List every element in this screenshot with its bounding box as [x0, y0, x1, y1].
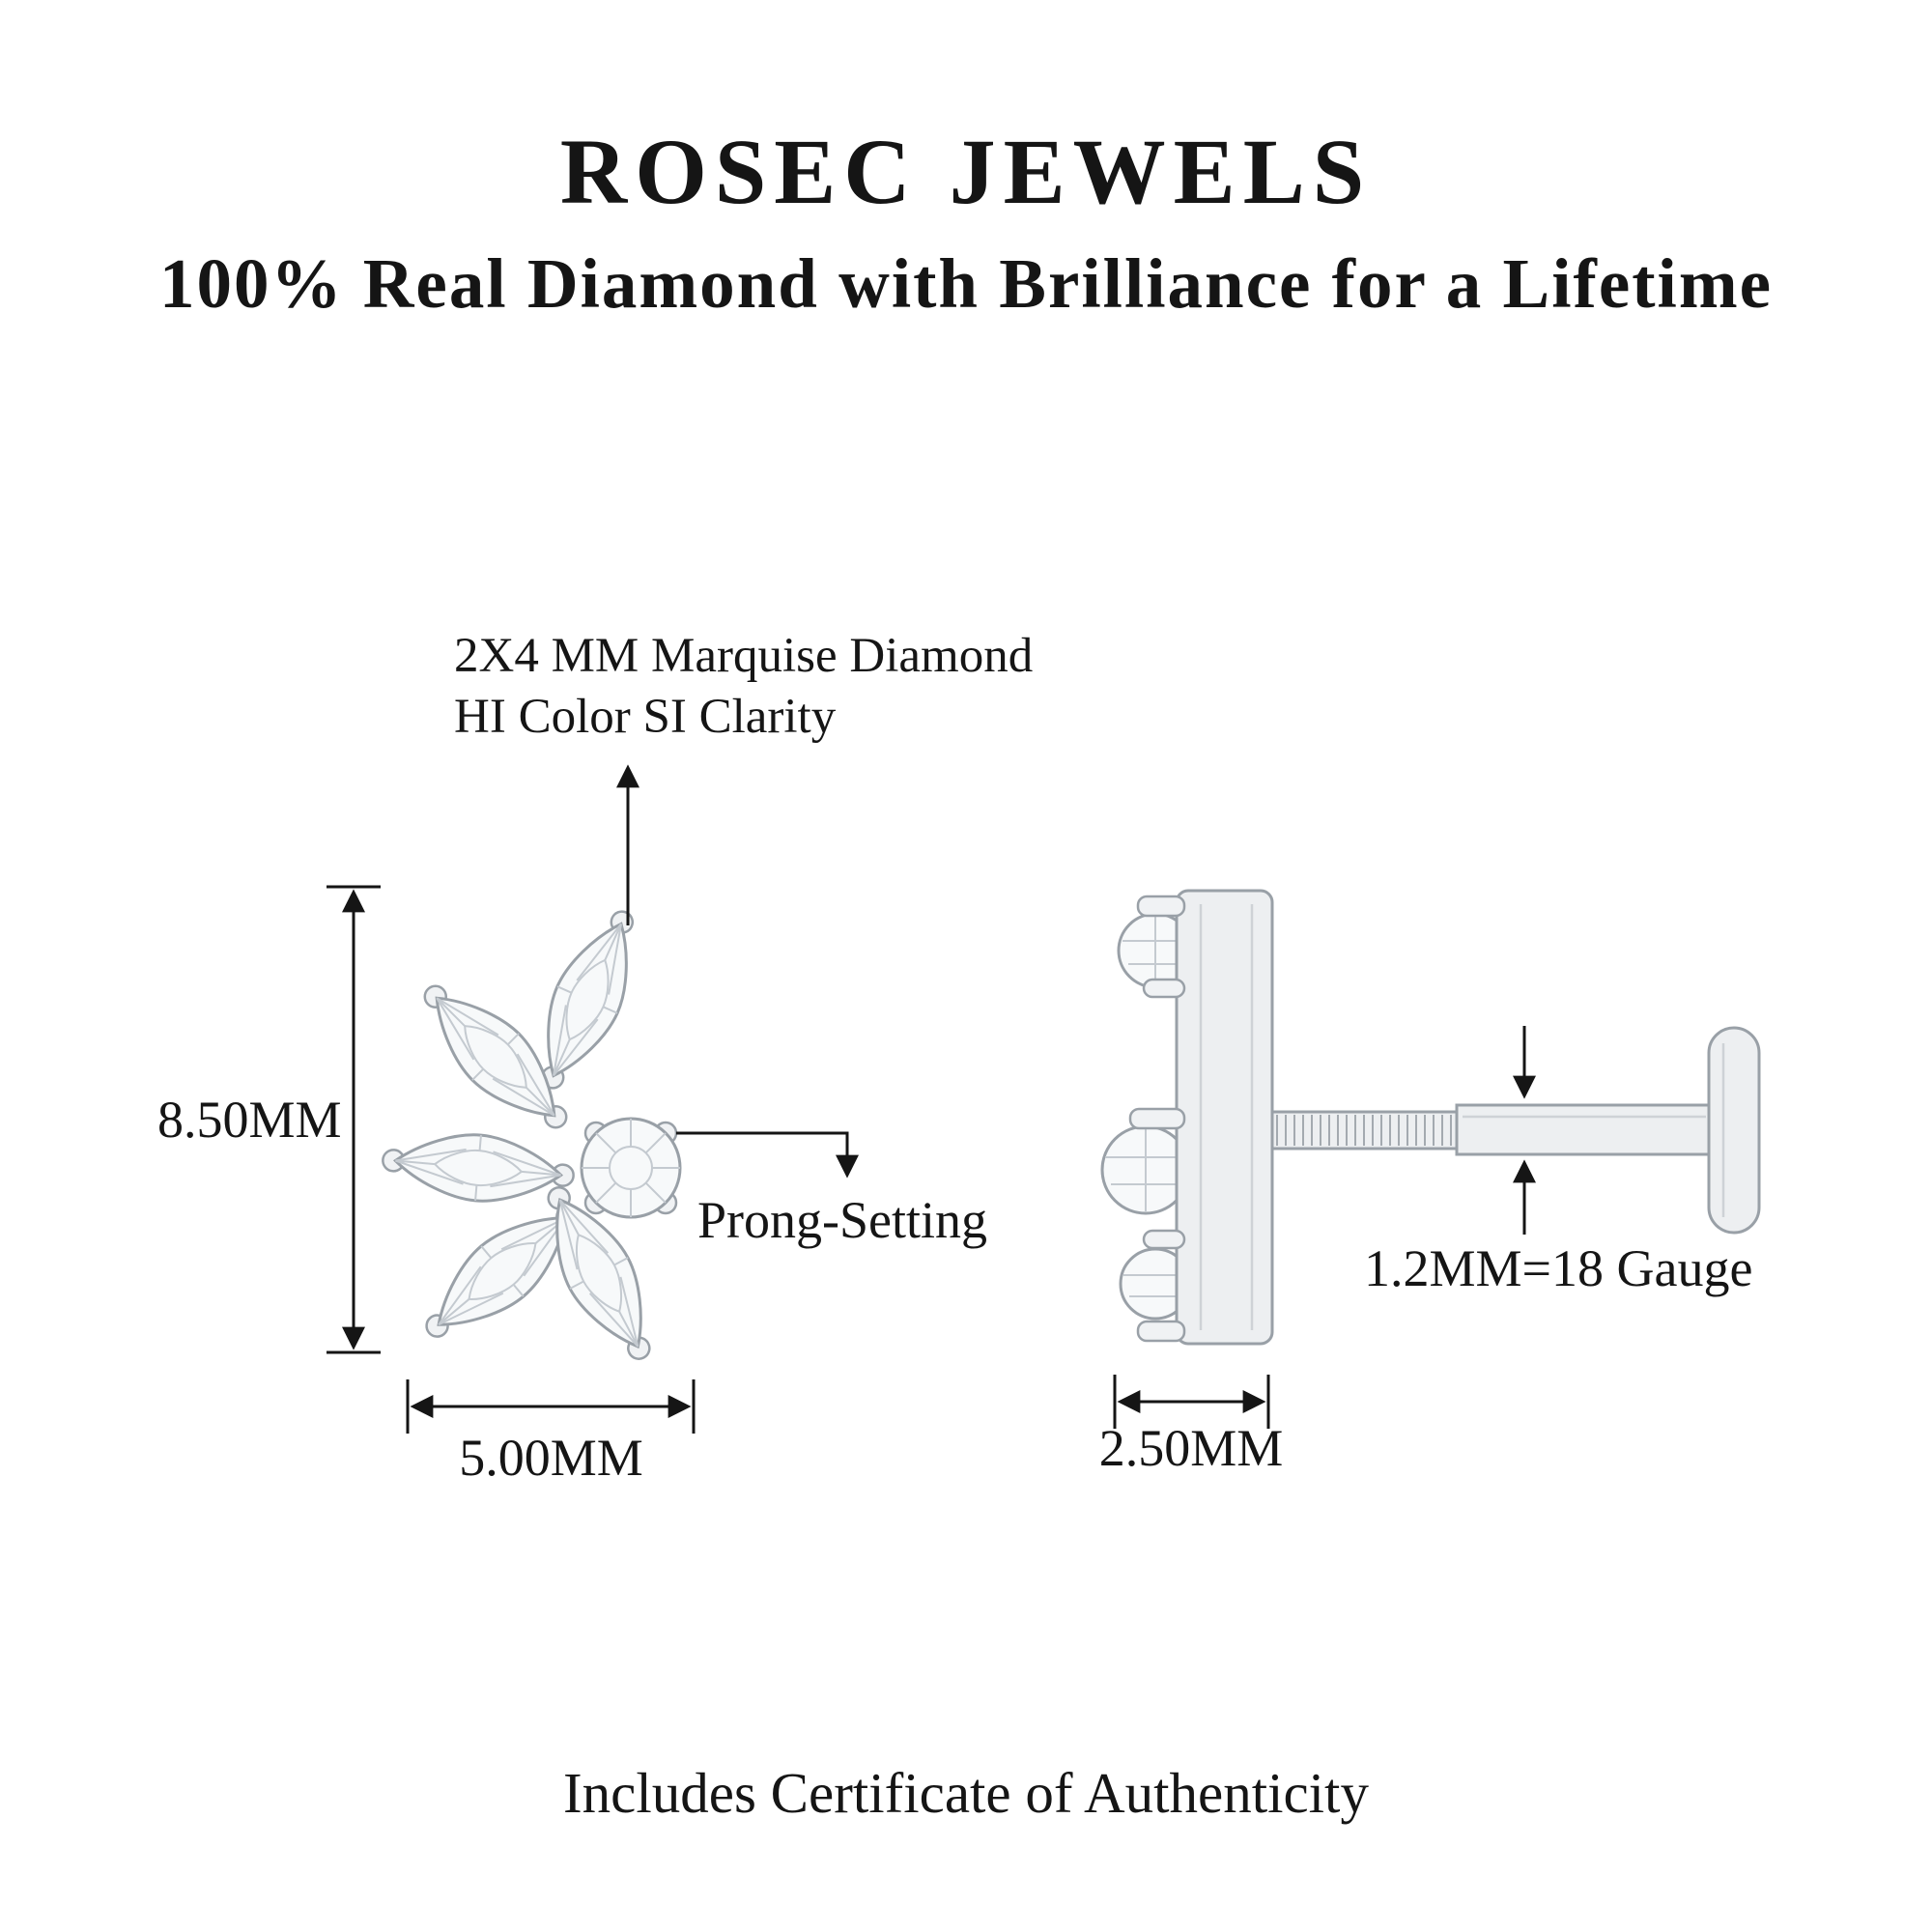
prong-setting-label: Prong-Setting	[697, 1191, 988, 1249]
dimension-lines	[327, 764, 1536, 1434]
gauge-label: 1.2MM=18 Gauge	[1364, 1239, 1753, 1297]
spec-line-2: HI Color SI Clarity	[454, 690, 837, 745]
stud-post	[1455, 1103, 1715, 1156]
front-view-earring	[378, 897, 682, 1375]
side-view-earring	[1100, 889, 1761, 1346]
tagline: 100% Real Diamond with Brilliance for a …	[158, 244, 1774, 323]
marquise-spec-label: 2X4 MM Marquise Diamond HI Color SI Clar…	[454, 626, 1033, 748]
certificate-note: Includes Certificate of Authenticity	[563, 1761, 1369, 1825]
setting-plate	[1175, 889, 1274, 1346]
width-dimension-label: 5.00MM	[459, 1429, 643, 1487]
spec-line-1: 2X4 MM Marquise Diamond	[454, 629, 1034, 683]
side-width-dimension-label: 2.50MM	[1098, 1419, 1284, 1477]
flat-back-disc	[1707, 1026, 1761, 1235]
height-dimension-label: 8.50MM	[157, 1091, 342, 1149]
brand-title: ROSEC JEWELS	[559, 120, 1373, 223]
